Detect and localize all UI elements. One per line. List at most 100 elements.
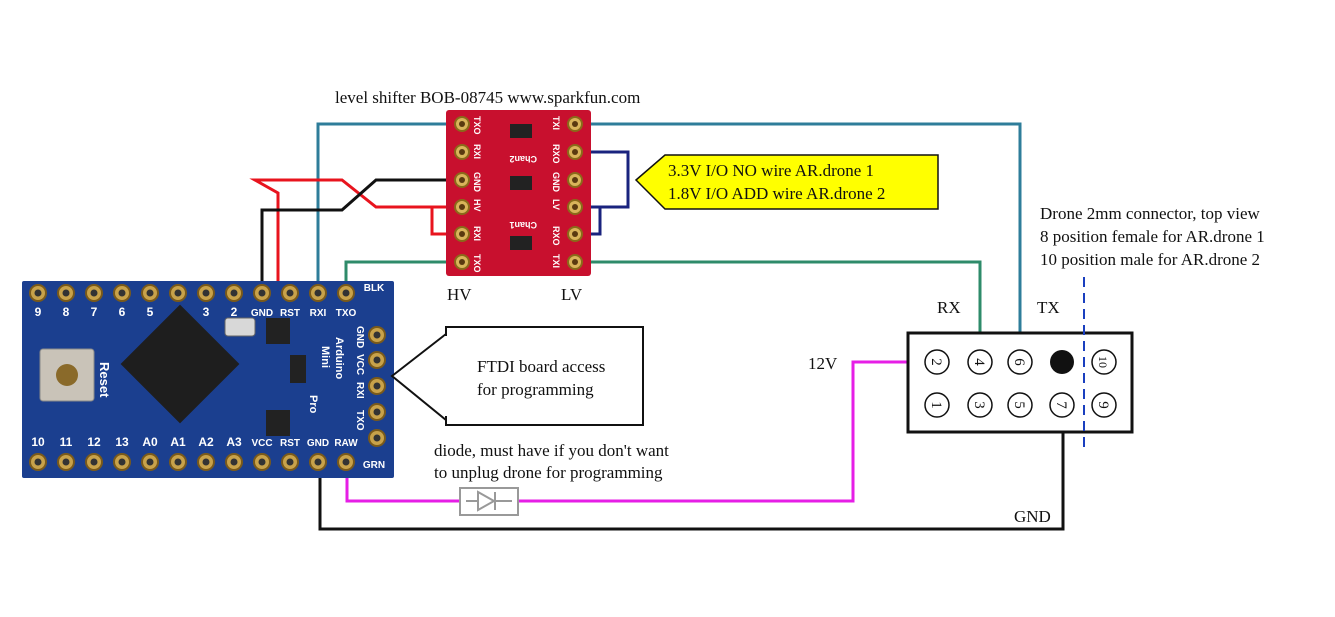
arduino-top-pin-label: RST — [280, 308, 300, 319]
arduino-bottom-pin-label: A3 — [226, 435, 242, 449]
arduino-bottom-pin: GRN — [363, 460, 385, 471]
voltage-callout: 3.3V I/O NO wire AR.drone 1 1.8V I/O ADD… — [634, 154, 939, 210]
mcu-chip-icon — [120, 304, 240, 424]
connector-pin: 5 — [1007, 392, 1033, 418]
arduino-top-pins: 98765432GNDRSTRXITXOBLK — [29, 283, 385, 319]
wire-blue-rxi — [316, 122, 462, 293]
ls-right-pin-label: TXI — [551, 116, 561, 130]
arduino-bottom-pin-label: VCC — [251, 438, 272, 449]
ls-left-pin: HV — [454, 199, 482, 215]
connector-pin: 3 — [967, 392, 993, 418]
lv-label: LV — [561, 285, 583, 304]
wire-blue-tx — [575, 122, 1022, 355]
ls-right-pin-label: RXO — [551, 226, 561, 246]
arduino-bottom-pin: 10 — [29, 435, 47, 471]
ls-left-pin-label: TXO — [472, 254, 482, 273]
connector-pin: 9 — [1091, 392, 1117, 418]
crystal-icon — [224, 317, 256, 337]
ls-left-pin: TXO — [454, 116, 482, 135]
connector-pin: 10 — [1091, 349, 1117, 375]
level-shifter-left-pins: TXO RXI GND HV RXI TXO — [454, 116, 482, 273]
model-line-3: Pro — [307, 395, 319, 414]
wire-red-vcc — [249, 178, 462, 460]
wire-black-gnd2 — [318, 405, 1065, 531]
arduino-top-pin: 2 — [225, 284, 243, 319]
ls-chan2-label: Chan2 — [509, 154, 537, 164]
rx-label: RX — [937, 298, 961, 317]
arduino-top-pin-label: 8 — [63, 305, 70, 319]
diode-note-line-2: to unplug drone for programming — [434, 463, 663, 482]
ls-chip-3 — [510, 236, 532, 250]
model-line-1: Arduino — [333, 337, 345, 379]
ls-left-pin-label: HV — [472, 199, 482, 212]
arduino-bottom-pin-label: GRN — [363, 460, 385, 471]
ls-right-pin: GND — [551, 172, 583, 193]
arduino-bottom-pin-label: 12 — [87, 435, 101, 449]
level-shifter-right-pins: TXI RXO GND LV RXO TXI — [551, 116, 583, 270]
ls-chip-2 — [510, 176, 532, 190]
arduino-bottom-pin-label: GND — [307, 438, 329, 449]
ls-chan1-label: Chan1 — [509, 220, 537, 230]
wire-black-gnd — [260, 178, 462, 293]
arduino-top-pin: 9 — [29, 284, 47, 319]
arduino-side-pin — [368, 326, 386, 344]
ls-left-pin: RXI — [454, 226, 482, 242]
connector-pin-number: 5 — [1011, 401, 1027, 409]
connector-desc-2: 8 position female for AR.drone 1 — [1040, 227, 1265, 246]
callout-line-2: 1.8V I/O ADD wire AR.drone 2 — [668, 184, 885, 203]
arduino-top-pin: 6 — [113, 284, 131, 319]
arduino-top-pin-label: GND — [251, 308, 273, 319]
arduino-top-pin: GND — [251, 284, 273, 319]
arduino-top-pin-label: RXI — [310, 308, 327, 319]
connector-desc-3: 10 position male for AR.drone 2 — [1040, 250, 1260, 269]
hv-label: HV — [447, 285, 472, 304]
regulator-icon-2 — [266, 410, 290, 436]
ls-right-pin: LV — [551, 199, 583, 215]
arduino-top-pin-label: 3 — [203, 305, 210, 319]
arduino-side-pin-label: RXI — [354, 382, 365, 399]
arduino-bottom-pin: VCC — [251, 438, 273, 471]
arduino-top-pin-label: 9 — [35, 305, 42, 319]
arduino-bottom-pin-label: 13 — [115, 435, 129, 449]
connector-pin: 1 — [924, 392, 950, 418]
arduino-top-pin: 3 — [197, 284, 215, 319]
arduino-side-pin-label: TXO — [354, 410, 365, 431]
arduino-top-pin: 8 — [57, 284, 75, 319]
callout-line-1: 3.3V I/O NO wire AR.drone 1 — [668, 161, 874, 180]
reset-button-cap — [56, 364, 78, 386]
ftdi-line-1: FTDI board access — [477, 357, 605, 376]
arduino-bottom-pin: A2 — [197, 435, 215, 471]
arduino-bottom-pin: 12 — [85, 435, 103, 471]
arduino-side-pin — [368, 377, 386, 395]
ls-left-pin-label: RXI — [472, 144, 482, 159]
gnd-label: GND — [1014, 507, 1051, 526]
connector-pin-number: 2 — [928, 358, 944, 366]
connector-pin-number: 1 — [928, 401, 944, 409]
wires — [249, 122, 1065, 531]
diode-note-line-1: diode, must have if you don't want — [434, 441, 669, 460]
arduino-top-pin-label: TXO — [336, 308, 357, 319]
arduino-top-pin: 7 — [85, 284, 103, 319]
arduino-bottom-pin-label: A0 — [142, 435, 158, 449]
ls-right-pin-label: GND — [551, 172, 561, 193]
arduino-bottom-pin-label: A1 — [170, 435, 186, 449]
arduino-top-pin: TXO — [336, 284, 357, 319]
arduino-bottom-pin: A0 — [141, 435, 159, 471]
ls-right-pin-label: RXO — [551, 144, 561, 164]
arduino-side-pin-label: VCC — [354, 354, 365, 375]
diode-icon — [459, 487, 519, 516]
connector-desc-1: Drone 2mm connector, top view — [1040, 204, 1261, 223]
ls-right-pin-label: TXI — [551, 254, 561, 268]
arduino-bottom-pin: A1 — [169, 435, 187, 471]
arduino-side-pin — [368, 403, 386, 421]
level-shifter-title: level shifter BOB-08745 www.sparkfun.com — [335, 88, 640, 107]
arduino-top-pin-label: 2 — [231, 305, 238, 319]
arduino-side-pin — [368, 429, 386, 447]
v12-label: 12V — [808, 354, 838, 373]
ls-left-pin-label: GND — [472, 172, 482, 193]
arduino-top-pin: 5 — [141, 284, 159, 319]
arduino-bottom-pin: RAW — [334, 438, 358, 471]
arduino-bottom-pin-label: A2 — [198, 435, 214, 449]
